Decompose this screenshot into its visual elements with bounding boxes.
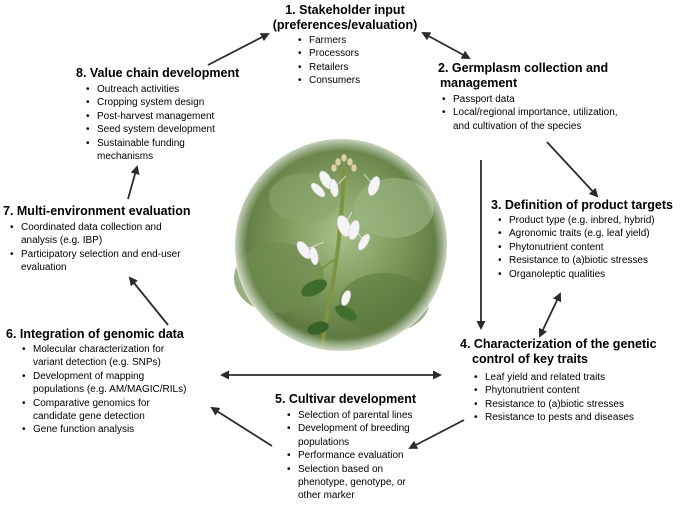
plant-photo [234,138,448,352]
list-item: Seed system development [86,123,226,137]
step-6-list: Molecular characterization for variant d… [22,343,190,437]
list-item: Participatory selection and end-user eva… [10,248,188,275]
list-item: Development of mapping populations (e.g.… [22,370,190,397]
step-1-list: Farmers Processors Retailers Consumers [298,34,408,88]
step-8-title-line-1: 8. Value chain development [76,66,240,80]
step-7-title-line-1: 7. Multi-environment evaluation [3,204,191,218]
list-item: Molecular characterization for variant d… [22,343,190,370]
list-item: Gene function analysis [22,423,190,437]
list-item: Coordinated data collection and analysis… [10,221,188,248]
step-2-title-line-1: 2. Germplasm collection and [438,61,609,75]
list-item: Resistance to (a)biotic stresses [474,398,674,412]
step-8-title: 8. Value chain development [76,66,239,81]
step-3-title: 3. Definition of product targets [491,198,673,213]
arrow-1-2-bidirectional [421,32,471,59]
list-item: Phytonutrient content [498,241,683,255]
step-7-list: Coordinated data collection and analysis… [10,221,188,275]
list-item: Local/regional importance, utilization, … [442,106,620,133]
step-4-title-line-1: 4. Characterization of the genetic [460,337,657,351]
step-1-title-line-2: (preferences/evaluation) [272,18,418,32]
step-2-list: Passport data Local/regional importance,… [442,93,620,133]
step-3-list: Product type (e.g. inbred, hybrid) Agron… [498,214,683,281]
step-4-title-line-2: control of key traits [472,352,588,366]
arrow-3-4-bidirectional [538,292,562,338]
step-5-list: Selection of parental lines Development … [287,409,425,503]
list-item: Organoleptic qualities [498,268,683,282]
arrow-2-to-3 [546,141,599,198]
list-item: Performance evaluation [287,449,425,463]
list-item: Comparative genomics for candidate gene … [22,397,190,424]
list-item: Passport data [442,93,620,107]
list-item: Sustainable funding mechanisms [86,137,226,164]
step-2-title: 2. Germplasm collection and management [438,61,608,91]
step-6-title-line-1: 6. Integration of genomic data [6,327,184,341]
step-4-title: 4. Characterization of the genetic contr… [460,337,657,367]
list-item: Processors [298,47,408,61]
step-3-title-line-1: 3. Definition of product targets [491,198,673,212]
list-item: Selection based on phenotype, genotype, … [287,463,425,503]
list-item: Farmers [298,34,408,48]
list-item: Post-harvest management [86,110,226,124]
step-6-title: 6. Integration of genomic data [6,327,184,342]
step-7-title: 7. Multi-environment evaluation [3,204,191,219]
step-5-title-line-1: 5. Cultivar development [275,392,417,406]
list-item: Outreach activities [86,83,226,97]
list-item: Phytonutrient content [474,384,674,398]
list-item: Retailers [298,61,408,75]
list-item: Agronomic traits (e.g. leaf yield) [498,227,683,241]
step-4-list: Leaf yield and related traits Phytonutri… [474,371,674,425]
arrow-8-to-1 [207,33,270,66]
step-1-title-line-1: 1. Stakeholder input [285,3,405,17]
list-item: Selection of parental lines [287,409,425,423]
list-item: Leaf yield and related traits [474,371,674,385]
list-item: Consumers [298,74,408,88]
list-item: Resistance to (a)biotic stresses [498,254,683,268]
step-5-title: 5. Cultivar development [275,392,416,407]
step-2-title-line-2: management [440,76,518,90]
list-item: Resistance to pests and diseases [474,411,674,425]
arrow-7-to-8 [127,165,140,200]
list-item: Cropping system design [86,96,226,110]
arrow-6-to-7 [128,276,169,326]
list-item: Development of breeding populations [287,422,425,449]
arrow-5-to-6 [210,406,273,447]
step-1-title: 1. Stakeholder input (preferences/evalua… [265,3,425,33]
step-8-list: Outreach activities Cropping system desi… [86,83,226,163]
list-item: Product type (e.g. inbred, hybrid) [498,214,683,228]
